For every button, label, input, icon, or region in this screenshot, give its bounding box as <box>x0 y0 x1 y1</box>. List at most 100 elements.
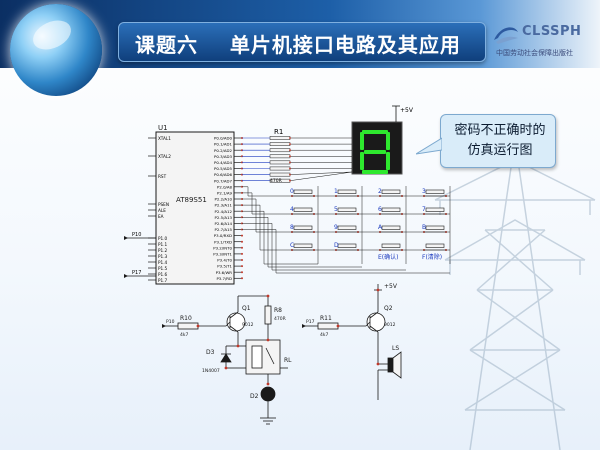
r11-ref: R11 <box>320 315 332 322</box>
mcu-left-pin-label: P1.5 <box>158 266 168 271</box>
mcu-right-pin-label: P0.4/AD4 <box>214 160 233 165</box>
mcu-pin-dot <box>241 252 243 255</box>
r1-resistor <box>269 142 291 146</box>
mcu-right-pin-label: P3.1/TXD <box>214 239 232 244</box>
mcu-right-pin-label: P0.3/AD3 <box>214 154 233 159</box>
keypad-key-label: 9 <box>334 224 338 231</box>
mcu-pin-dot <box>241 259 243 261</box>
keypad-key-label: D <box>334 242 339 249</box>
mcu-right-pin-label: P3.2/INT0 <box>213 245 232 250</box>
r1-resistor <box>269 172 291 177</box>
display-digit <box>360 130 390 174</box>
r1-resistor <box>269 166 291 171</box>
p2-wire <box>242 186 288 197</box>
r11-value: 4k7 <box>320 332 328 338</box>
mcu-right-pin-label: P0.7/AD7 <box>214 178 233 183</box>
callout-text: 密码不正确时的仿真运行图 <box>454 123 546 158</box>
r1-pin-dot <box>289 173 291 176</box>
keypad-key <box>337 243 357 248</box>
mcu-port-arrows: P10 P17 <box>124 232 156 278</box>
keypad-key-label: 0 <box>290 188 294 195</box>
power-pylon-background <box>434 140 596 450</box>
mcu-right-pin-label: P0.6/AD6 <box>214 172 233 177</box>
mcu-pin-dot <box>241 277 243 280</box>
r10-port: P10 <box>166 319 175 325</box>
mcu-left-pin-label: RST <box>158 174 167 179</box>
display-segment <box>386 132 390 150</box>
mcu-left-pin-label: P1.0 <box>158 236 168 241</box>
p0-display-wire <box>289 171 353 175</box>
r1-pin-dot <box>289 179 291 182</box>
keypad-key <box>381 243 401 248</box>
r1-pin-dot <box>289 155 291 158</box>
title-banner: 课题六 单片机接口电路及其应用 <box>118 22 486 62</box>
mcu-right-pin-label: P3.0/RXD <box>214 233 232 238</box>
r10-ref: R10 <box>180 315 192 322</box>
r1-pin-dot <box>289 137 291 139</box>
mcu-ref: U1 <box>158 124 168 132</box>
display-segment <box>360 132 364 150</box>
display-segment <box>362 170 388 174</box>
q1-part: 9012 <box>242 322 254 328</box>
mcu-right-pin-label: P3.4/T0 <box>217 258 232 263</box>
mcu-left-pin-label: P1.3 <box>158 254 168 259</box>
p0-display-wire <box>289 171 353 181</box>
mcu-left-pin-label: EA <box>158 214 164 219</box>
keypad-key <box>293 243 313 248</box>
mcu-left-pin-label: PSEN <box>158 202 169 207</box>
mcu-chip: U1 AT89S51 XTAL1XTAL2RSTPSENALEEAP1.0P1.… <box>148 124 243 285</box>
display-segment <box>386 152 390 170</box>
p2-wire <box>242 223 406 271</box>
logo-swoosh-icon <box>494 27 518 44</box>
q2-part: 9012 <box>384 322 396 328</box>
keypad-key-label: 3 <box>422 188 426 195</box>
r1-ref: R1 <box>274 128 283 136</box>
mcu-right-pin-label: P2.7/A15 <box>215 227 233 232</box>
keypad-key-label: 5 <box>334 206 338 213</box>
mcu-right-pin-label: P2.5/A13 <box>215 215 233 220</box>
keypad-key <box>425 207 445 212</box>
r1-resistor <box>269 148 291 153</box>
mcu-left-pin-label: XTAL1 <box>158 136 171 141</box>
p2-wire <box>242 198 288 233</box>
mcu-right-pin-label: P3.5/T1 <box>217 264 232 269</box>
keypad-key-label: A <box>378 224 383 231</box>
keypad-key-label: 2 <box>378 188 382 195</box>
publisher-logo: CLSSPH 中国劳动社会保障出版社 <box>492 22 596 64</box>
slide-title: 课题六 单片机接口电路及其应用 <box>135 33 461 57</box>
mcu-right-pin-label: P2.3/A11 <box>215 203 233 208</box>
mcu-left-pin-label: XTAL2 <box>158 154 171 159</box>
circuit-schematic: U1 AT89S51 XTAL1XTAL2RSTPSENALEEAP1.0P1.… <box>124 105 451 425</box>
r1-pin-dot <box>289 167 291 170</box>
mcu-left-pin-label: P1.2 <box>158 248 168 253</box>
p2-bus-wires <box>242 186 450 274</box>
mcu-pin-dot <box>241 246 243 249</box>
speaker-label: LS <box>392 345 399 352</box>
globe-icon <box>10 4 102 96</box>
p2-wire <box>242 229 450 274</box>
r11-port: P17 <box>306 319 315 325</box>
keypad-key-label: C <box>290 242 294 249</box>
keypad-key-label: 1 <box>334 188 338 195</box>
keypad-key <box>381 225 401 230</box>
r8-ref: R8 <box>274 307 282 314</box>
seven-segment-display: 8 +5V <box>351 105 414 175</box>
r8-value: 470R <box>274 316 286 322</box>
q2-ref: Q2 <box>384 305 393 312</box>
mcu-left-pin-label: P1.7 <box>158 278 168 283</box>
p2-wire <box>242 204 288 251</box>
keypad-key-label: F(清除) <box>422 253 442 261</box>
r1-resistor <box>269 154 291 159</box>
keypad-key-label: B <box>422 224 426 231</box>
display-segment <box>364 150 386 154</box>
r10-value: 4k7 <box>180 332 188 338</box>
display-segment <box>362 130 388 134</box>
mcu-right-pin-label: P2.1/A9 <box>217 191 233 196</box>
keypad-key <box>293 207 313 212</box>
display-supply: +5V <box>400 107 414 114</box>
keypad-key <box>381 189 401 194</box>
keypad-key <box>381 207 401 212</box>
relay-label: RL <box>284 357 292 364</box>
